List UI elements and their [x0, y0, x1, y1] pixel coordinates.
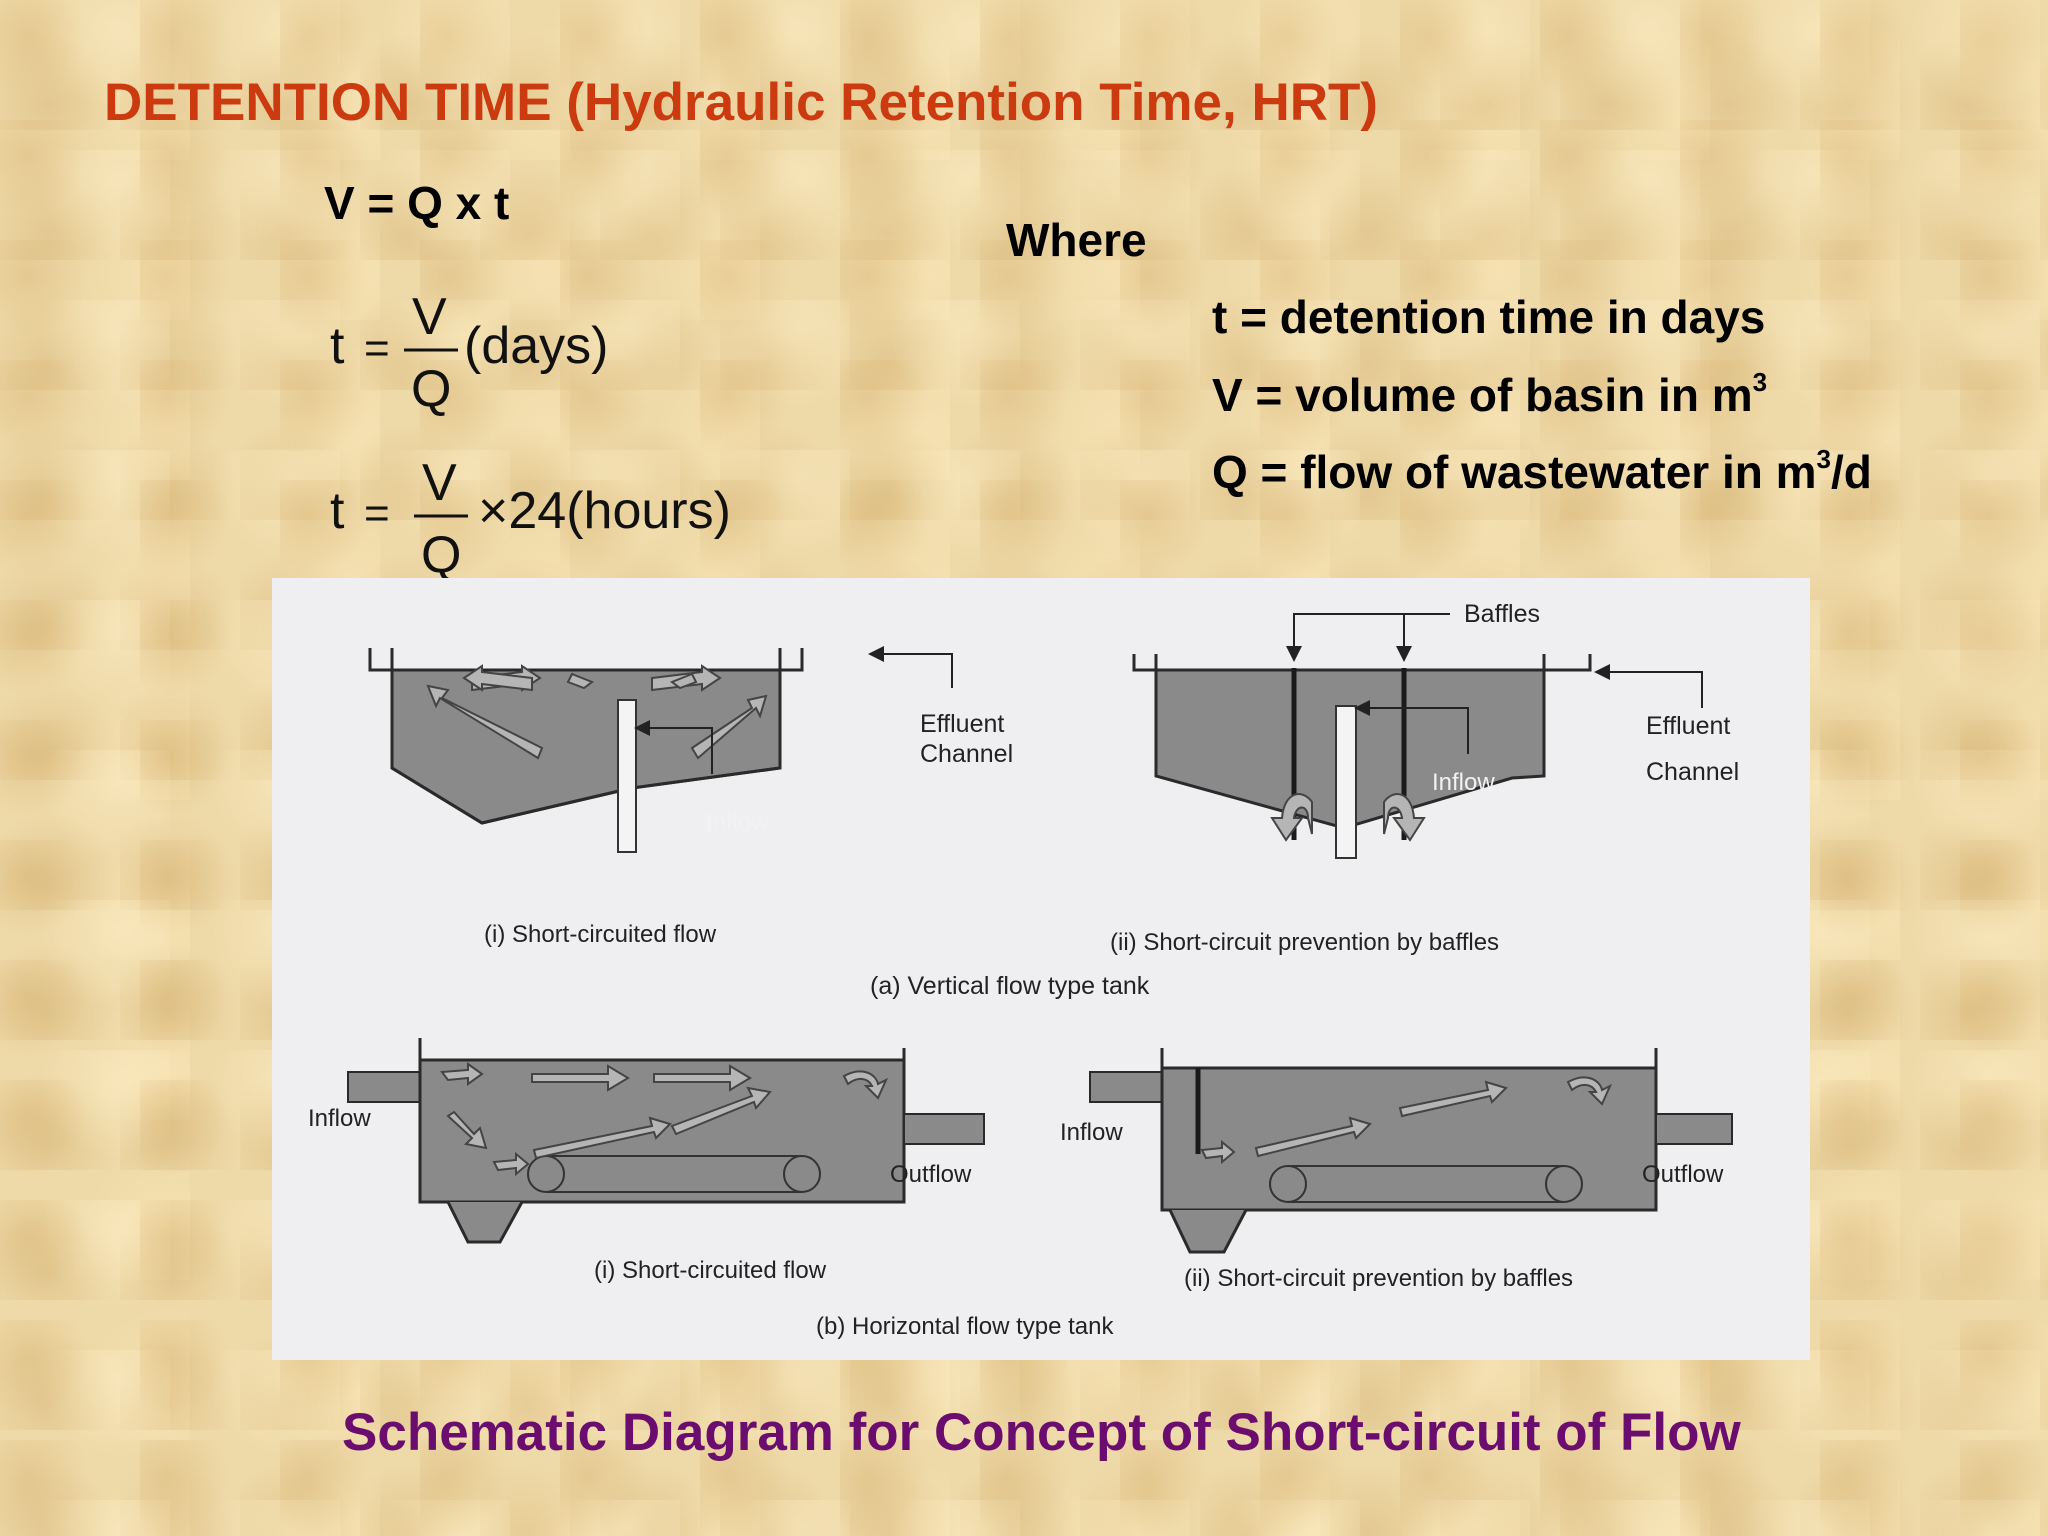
volume-equation: V = Q x t — [324, 177, 510, 229]
tank-vertical-short-circuited: Inflow Effluent Channel (i) Short-circui… — [368, 646, 1013, 948]
short-circuit-diagram: Inflow Effluent Channel (i) Short-circui… — [272, 578, 1810, 1360]
formula-days-denominator: Q — [411, 360, 451, 418]
diagram-caption: Schematic Diagram for Concept of Short-c… — [342, 1403, 1741, 1462]
definition-q-text: Q = flow of wastewater in m — [1212, 446, 1817, 498]
definition-v: V = volume of basin in m3 — [1212, 367, 1872, 444]
inflow-label-2: Inflow — [1432, 769, 1495, 796]
definition-v-text: V = volume of basin in m — [1212, 369, 1753, 421]
formula-hours-numerator: V — [422, 454, 457, 512]
baffles-leader — [1293, 613, 1450, 654]
definition-v-superscript: 3 — [1752, 367, 1768, 397]
tank-vertical-2-rim — [1132, 654, 1592, 672]
effluent-channel-label-2-line1: Effluent — [1646, 712, 1730, 740]
definition-q: Q = flow of wastewater in m3/d — [1212, 444, 1872, 521]
formula-hours-equals: = — [364, 489, 390, 538]
variable-definitions: t = detention time in days V = volume of… — [1212, 290, 1872, 521]
where-label: Where — [1006, 214, 1147, 266]
inflow-label-1: Inflow — [706, 809, 769, 836]
tank-horizontal-short-circuited: Inflow Outflow (i) Short-circuited flow — [308, 1038, 985, 1284]
subcaption-b-i: (i) Short-circuited flow — [594, 1257, 827, 1284]
definition-q-tail: /d — [1830, 446, 1872, 498]
tank-horizontal-1-outlet-pipe — [903, 1113, 985, 1145]
inflow-label-3: Inflow — [308, 1105, 371, 1132]
definition-q-superscript: 3 — [1816, 444, 1831, 474]
tank-horizontal-baffled: Inflow Outflow (ii) Short-circuit preven… — [1060, 1048, 1733, 1292]
tank-vertical-2-flow-arrows — [1270, 793, 1426, 842]
tank-horizontal-2-flow-arrows — [1200, 1076, 1613, 1165]
tank-vertical-1-flow-arrows — [426, 664, 768, 760]
effluent-channel-label-2-line2: Channel — [1646, 758, 1739, 786]
outflow-label-4: Outflow — [1642, 1161, 1724, 1188]
tank-horizontal-1-flow-arrows — [440, 1062, 889, 1177]
subcaption-b-ii: (ii) Short-circuit prevention by baffles — [1184, 1265, 1573, 1292]
outflow-label-3: Outflow — [890, 1161, 972, 1188]
group-caption-a: (a) Vertical flow type tank — [870, 972, 1150, 1000]
tank-vertical-1-rim — [368, 648, 804, 672]
group-caption-b: (b) Horizontal flow type tank — [816, 1313, 1114, 1340]
definition-t-text: t = detention time in days — [1212, 291, 1766, 343]
effluent-channel-label-1-line1: Effluent — [920, 710, 1004, 738]
effluent-leader-1 — [868, 646, 953, 688]
definition-t: t = detention time in days — [1212, 290, 1872, 367]
formula-hours-lhs: t — [330, 482, 345, 540]
tank-vertical-1-inlet-pipe — [617, 699, 637, 853]
tank-horizontal-2-sludge-conveyor — [1269, 1165, 1583, 1203]
tank-horizontal-1-inlet-pipe — [347, 1071, 429, 1103]
subcaption-a-ii: (ii) Short-circuit prevention by baffles — [1110, 929, 1499, 956]
formula-days-suffix: (days) — [464, 317, 608, 375]
effluent-channel-label-1-line2: Channel — [920, 740, 1013, 768]
baffles-label: Baffles — [1464, 600, 1540, 628]
tank-horizontal-1-sludge-conveyor — [527, 1155, 821, 1193]
subcaption-a-i: (i) Short-circuited flow — [484, 921, 717, 948]
tank-horizontal-1-hopper — [446, 1201, 524, 1244]
tank-vertical-2-inlet-pipe — [1335, 705, 1357, 859]
tank-horizontal-2-body — [1160, 1066, 1658, 1212]
formula-hours-suffix: ×24(hours) — [478, 482, 731, 540]
detention-time-formulas: t = V Q (days) t = V Q ×24(hours) — [330, 290, 731, 580]
formula-days: t = V Q (days) — [330, 290, 608, 418]
formula-days-equals: = — [364, 324, 390, 373]
formula-days-lhs: t — [330, 317, 345, 375]
tank-vertical-baffled: Inflow Baffles Effluent Channel (ii) Sho… — [1110, 600, 1739, 956]
slide-title: DETENTION TIME (Hydraulic Retention Time… — [104, 73, 1379, 132]
effluent-leader-2 — [1594, 664, 1703, 708]
tank-horizontal-2-hopper — [1168, 1209, 1248, 1254]
tank-horizontal-2-outlet-pipe — [1655, 1113, 1733, 1145]
formula-days-numerator: V — [412, 290, 447, 346]
formula-hours: t = V Q ×24(hours) — [330, 454, 731, 580]
formula-hours-denominator: Q — [421, 526, 461, 580]
inflow-label-4: Inflow — [1060, 1119, 1123, 1146]
